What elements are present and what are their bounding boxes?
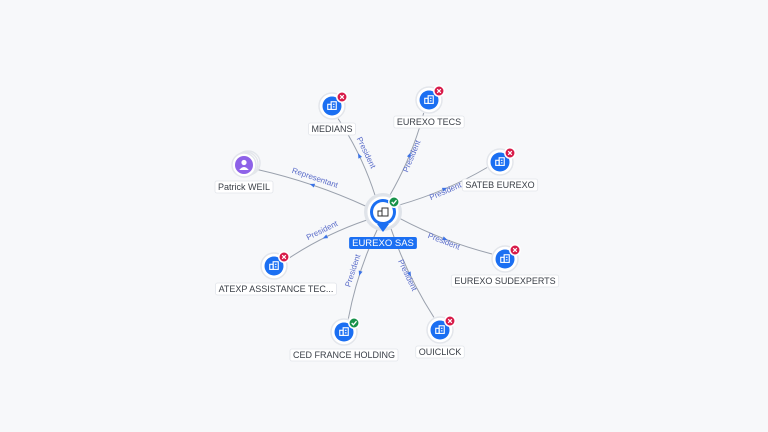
node-label-text: MEDIANS (311, 124, 352, 134)
edge-arrow (442, 236, 448, 241)
building-icon (327, 101, 337, 110)
node-eurexo-sudexperts[interactable]: EUREXO SUDEXPERTS (450, 244, 560, 288)
edge-relation-label: President (427, 231, 462, 252)
edge-relation-label: President (343, 252, 362, 288)
node-label-text: Patrick WEIL (218, 182, 270, 192)
building-icon (339, 327, 349, 336)
node-label: OUICLICK (415, 345, 465, 359)
edge-arrow (406, 152, 411, 158)
status-inactive-badge (336, 91, 348, 103)
node-label: CED FRANCE HOLDING (289, 348, 399, 362)
node-atexp[interactable]: ATEXP ASSISTANCE TEC... (215, 251, 337, 296)
edge-arrow (309, 183, 316, 188)
edge-arrow (358, 153, 363, 159)
node-label-text: EUREXO TECS (397, 117, 461, 127)
node-label-text: ATEXP ASSISTANCE TEC... (219, 284, 334, 294)
node-label: EUREXO TECS (393, 115, 465, 129)
node-label: EUREXO SUDEXPERTS (450, 274, 560, 288)
edge-relation-label: President (428, 180, 463, 202)
node-ouiclick[interactable]: OUICLICK (415, 315, 465, 359)
node-label-text: SATEB EUREXO (465, 180, 534, 190)
status-inactive-badge (509, 244, 521, 256)
center-node-label: EUREXO SAS (349, 237, 417, 249)
edge-arrow (358, 270, 363, 276)
status-active-badge (348, 317, 360, 329)
person-icon (239, 159, 249, 170)
node-label-text: EUREXO SUDEXPERTS (454, 276, 555, 286)
node-patrick-weil[interactable]: Patrick WEIL (214, 150, 274, 194)
edge-relation-label: Representant (291, 166, 340, 190)
status-inactive-badge (444, 315, 456, 327)
building-icon (269, 261, 279, 270)
edge-patrick-weil: Representant (257, 166, 367, 207)
building-icon (495, 157, 505, 166)
node-label: Patrick WEIL (214, 180, 274, 194)
status-active-badge (388, 196, 400, 208)
center-node[interactable]: EUREXO SAS (349, 193, 417, 249)
node-sateb-eurexo[interactable]: SATEB EUREXO (461, 147, 539, 192)
building-icon (377, 207, 389, 217)
pin-tip (377, 224, 389, 232)
building-icon (435, 325, 445, 334)
edge-relation-label: President (401, 138, 422, 173)
nodes-layer: MEDIANS EUREXO TECS SATEB EUREXO EUREXO SUD… (214, 85, 560, 362)
node-label: MEDIANS (308, 122, 356, 136)
node-label: ATEXP ASSISTANCE TEC... (215, 282, 337, 296)
status-inactive-badge (504, 147, 516, 159)
node-ced-france-holding[interactable]: CED FRANCE HOLDING (289, 317, 399, 362)
node-eurexo-tecs[interactable]: EUREXO TECS (393, 85, 465, 129)
edge-relation-label: President (396, 258, 419, 293)
building-icon (424, 95, 434, 104)
edge-arrow (406, 271, 411, 277)
edge-arrow (441, 187, 448, 192)
node-medians[interactable]: MEDIANS (308, 91, 356, 136)
building-icon (500, 254, 510, 263)
status-inactive-badge (433, 85, 445, 97)
edge-arrow (322, 234, 329, 239)
center-node-label-text: EUREXO SAS (352, 238, 414, 249)
node-label: SATEB EUREXO (461, 178, 539, 192)
node-label-text: CED FRANCE HOLDING (293, 350, 395, 360)
node-label-text: OUICLICK (419, 347, 462, 357)
status-inactive-badge (278, 251, 290, 263)
